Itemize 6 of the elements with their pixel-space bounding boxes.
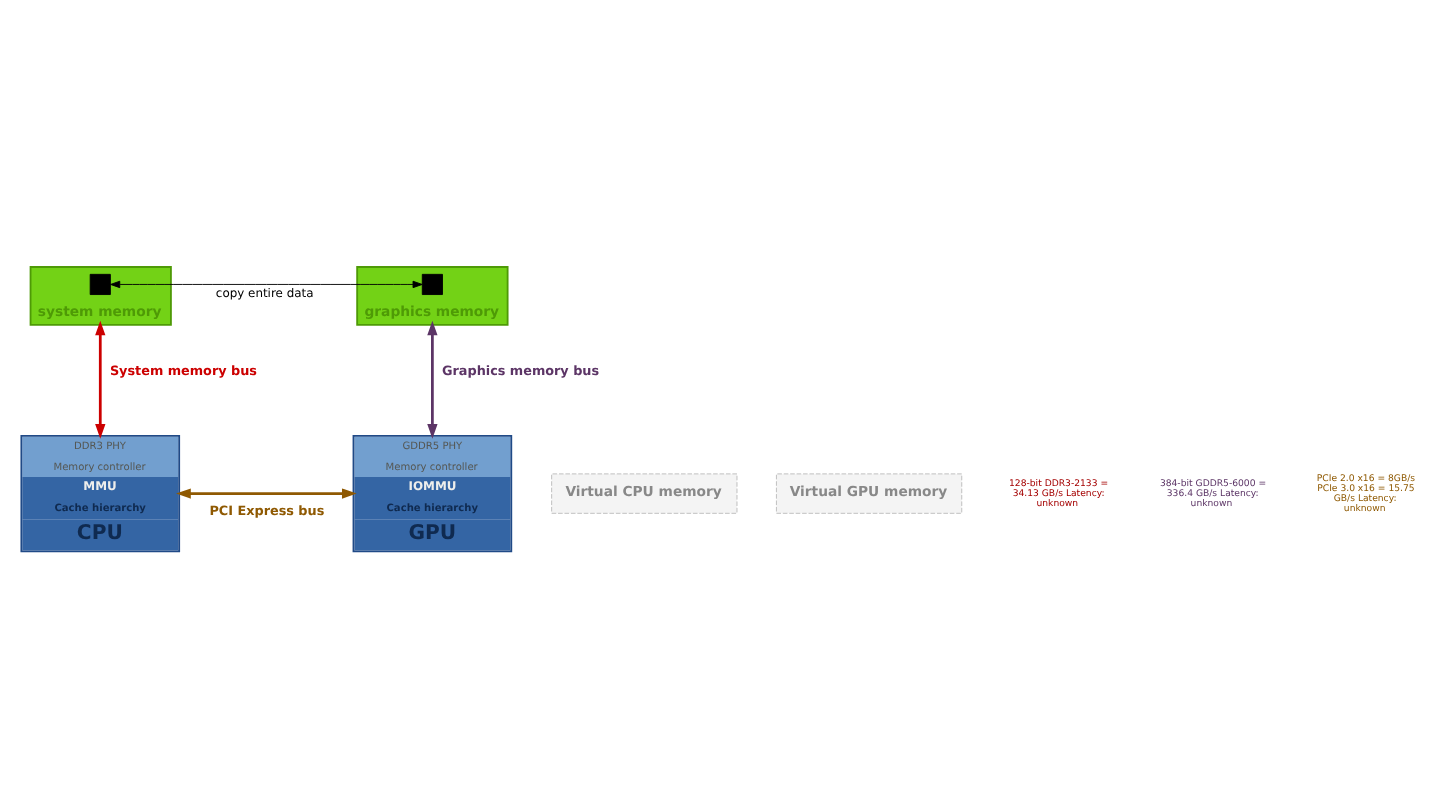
arrow <box>427 319 438 438</box>
arrow <box>110 279 423 288</box>
node-box <box>89 272 111 294</box>
arrow <box>95 319 106 438</box>
arrow <box>176 487 357 498</box>
node-box <box>421 272 443 294</box>
